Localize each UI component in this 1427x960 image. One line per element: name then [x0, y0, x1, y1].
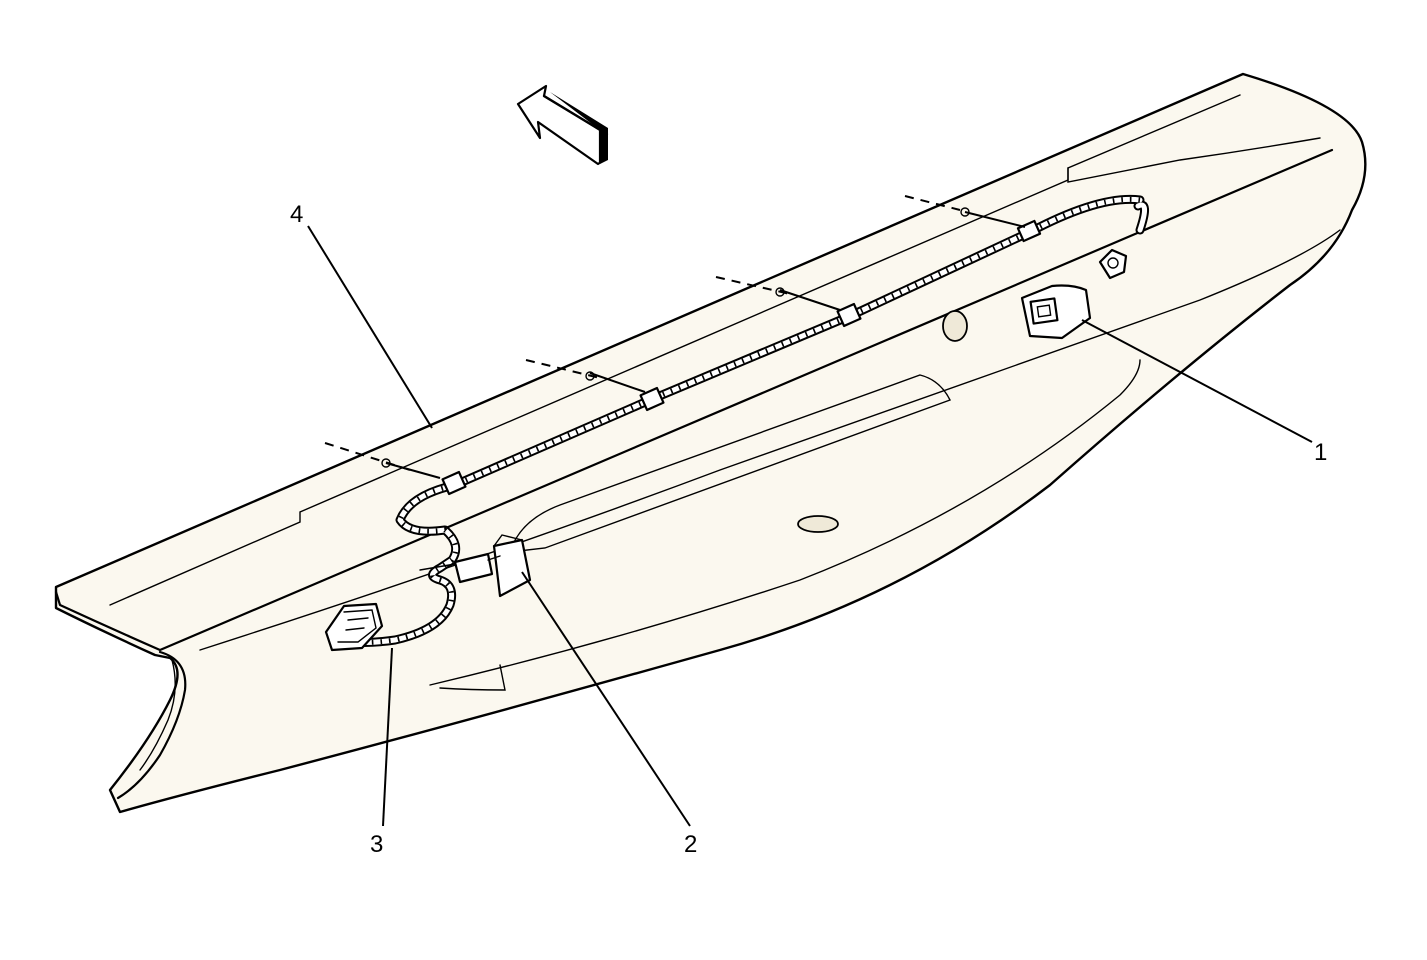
wiring-harness-conduit — [335, 194, 1149, 647]
lower-recess-line — [429, 359, 1141, 686]
forward-direction-arrow-icon — [516, 84, 609, 166]
lower-lip — [439, 664, 506, 691]
harness-end-connector — [324, 602, 384, 652]
top-flange-line — [54, 148, 1334, 652]
license-recess — [509, 374, 951, 553]
callout-4: 4 — [290, 201, 303, 228]
upper-panel-crease — [1067, 137, 1321, 183]
leader-4 — [307, 225, 433, 429]
grommet-3 — [639, 386, 665, 412]
leader-1 — [1081, 319, 1313, 443]
inline-connector — [453, 552, 494, 584]
grommet-2 — [836, 302, 862, 328]
left-end-inner — [139, 659, 176, 771]
lower-panel-contour — [199, 229, 1341, 651]
sensor-hole-lower — [797, 515, 839, 533]
leader-2 — [521, 571, 691, 827]
sensor-retainer — [1098, 248, 1128, 280]
harness-clip-bracket — [492, 538, 532, 598]
callout-2: 2 — [684, 831, 697, 858]
mount-line-2 — [525, 359, 601, 379]
grommet-4 — [441, 470, 467, 496]
left-end-cap — [116, 650, 187, 800]
bumper-fascia — [54, 72, 1367, 814]
callout-1: 1 — [1314, 439, 1327, 466]
callout-3: 3 — [370, 831, 383, 858]
leader-3 — [382, 647, 393, 827]
mount-line-3 — [715, 276, 791, 295]
sensor-hole-upper — [942, 310, 968, 342]
